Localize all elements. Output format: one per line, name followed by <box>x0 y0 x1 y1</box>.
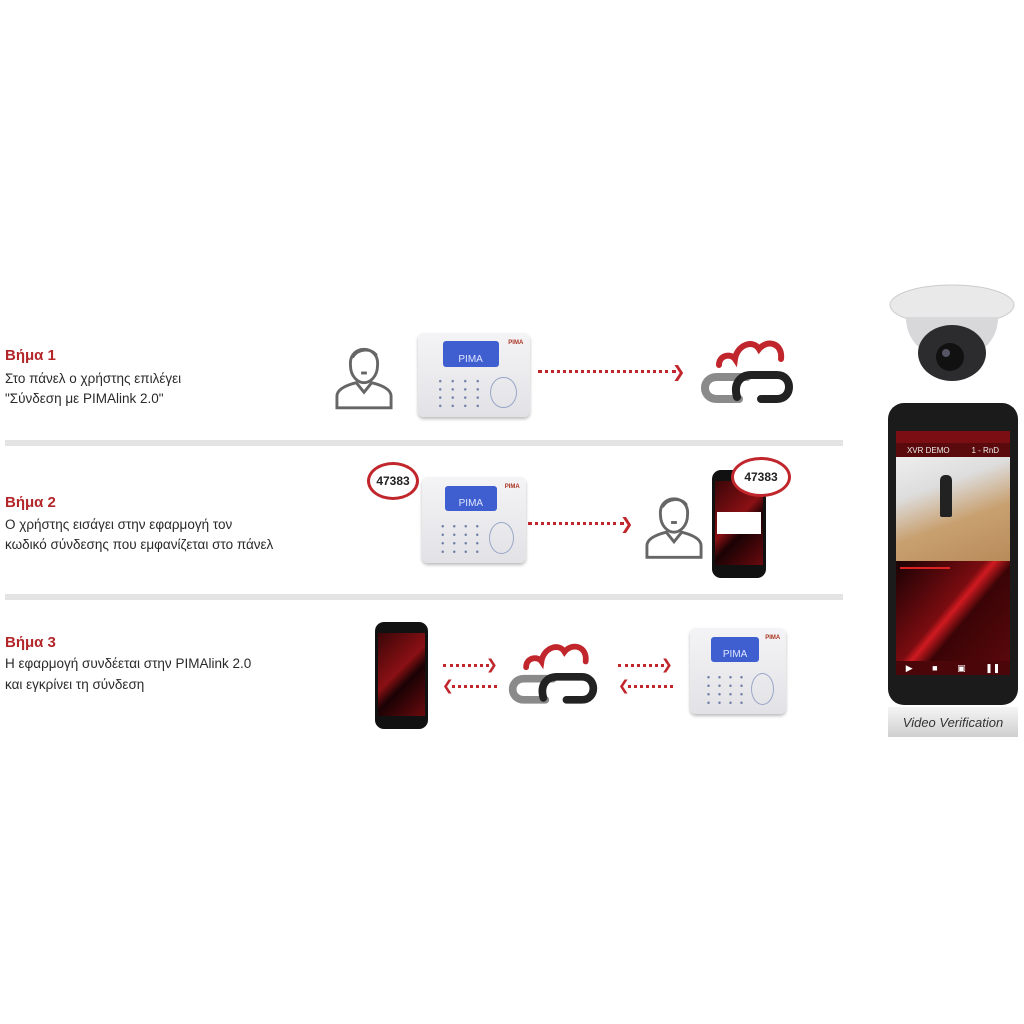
phone-screen <box>378 632 425 717</box>
arrow-head-icon: ❯ <box>486 656 498 672</box>
save-icon[interactable]: ▣ <box>957 662 966 673</box>
arrow-head-icon: ❮ <box>618 677 630 693</box>
step-3-text-line: και εγκρίνει τη σύνδεση <box>5 677 145 692</box>
arrow-head-icon: ❮ <box>442 677 454 693</box>
step-divider <box>5 440 843 446</box>
dome-camera <box>888 283 1016 393</box>
code-speech-bubble: 47383 <box>367 462 419 500</box>
step-divider <box>5 594 843 600</box>
step-2-title: Βήμα 2 <box>5 494 56 511</box>
cloud-link <box>697 335 797 405</box>
panel-brand-label: PIMA <box>504 483 520 490</box>
user-icon <box>645 497 703 559</box>
alarm-keypad-panel: PIMA PIMA <box>690 628 786 714</box>
panel-brand-label: PIMA <box>765 634 781 641</box>
user-icon <box>335 348 393 410</box>
record-video-icon[interactable]: ■ <box>932 663 938 673</box>
arrow-head-icon: ❯ <box>620 516 634 533</box>
keypad-nav-ring <box>488 521 514 554</box>
person-in-video <box>940 475 952 517</box>
status-bar <box>896 431 1010 443</box>
camera-video-feed[interactable] <box>896 457 1010 561</box>
playback-timeline[interactable] <box>896 561 1010 661</box>
alarm-keypad-panel: PIMA PIMA <box>422 477 526 563</box>
arrow-left-dotted <box>452 685 497 688</box>
recorder-name: XVR DEMO <box>906 445 950 455</box>
smartphone-app <box>375 622 428 729</box>
alarm-keypad-panel: PIMA PIMA <box>418 333 530 417</box>
arrow-right-dotted <box>528 522 624 525</box>
step-1-text-line: "Σύνδεση με PIMAlink 2.0" <box>5 391 164 406</box>
video-verification-caption: Video Verification <box>888 707 1018 737</box>
code-speech-bubble: 47383 <box>731 457 791 497</box>
step-2-text-line: Ο χρήστης εισάγει στην εφαρμογή τον <box>5 517 233 532</box>
cloud-link <box>505 638 601 706</box>
playback-controls: ▶ ■ ▣ ❚❚ <box>896 661 1010 675</box>
panel-screen: PIMA <box>442 341 499 367</box>
keypad-nav-ring <box>751 672 775 705</box>
pimalink-cloud-icon <box>701 340 793 403</box>
playlist-icon[interactable]: ▶ <box>905 662 913 673</box>
arrow-head-icon: ❯ <box>672 364 686 381</box>
user-figure <box>645 485 703 560</box>
step-1-title: Βήμα 1 <box>5 347 56 364</box>
panel-screen: PIMA <box>444 485 497 512</box>
pimalink-cloud-icon <box>508 643 598 704</box>
app-header: XVR DEMO 1 - RnD <box>896 443 1010 457</box>
step-3-text-line: Η εφαρμογή συνδέεται στην PIMAlink 2.0 <box>5 656 252 671</box>
app-menu-card <box>717 512 761 534</box>
pause-icon[interactable]: ❚❚ <box>985 662 1001 673</box>
keypad-keys <box>703 672 747 708</box>
keypad-keys <box>433 376 485 411</box>
dome-camera-icon <box>889 284 1015 381</box>
step-3-title: Βήμα 3 <box>5 634 56 651</box>
arrow-right-dotted <box>618 664 664 667</box>
arrow-right-dotted <box>538 370 676 373</box>
camera-name: 1 - RnD <box>971 445 1000 455</box>
arrow-head-icon: ❯ <box>661 656 673 672</box>
keypad-keys <box>436 521 484 557</box>
panel-brand-label: PIMA <box>508 339 524 346</box>
step-1-text-line: Στο πάνελ ο χρήστης επιλέγει <box>5 371 182 386</box>
video-phone: XVR DEMO 1 - RnD ▶ ■ ▣ ❚❚ <box>888 403 1018 705</box>
keypad-nav-ring <box>489 376 517 409</box>
timeline-progress[interactable] <box>900 567 950 569</box>
user-figure <box>335 335 393 411</box>
panel-screen: PIMA <box>711 636 760 663</box>
step-2-text-line: κωδικό σύνδεσης που εμφανίζεται στο πάνε… <box>5 537 274 552</box>
arrow-left-dotted <box>628 685 673 688</box>
arrow-right-dotted <box>443 664 489 667</box>
